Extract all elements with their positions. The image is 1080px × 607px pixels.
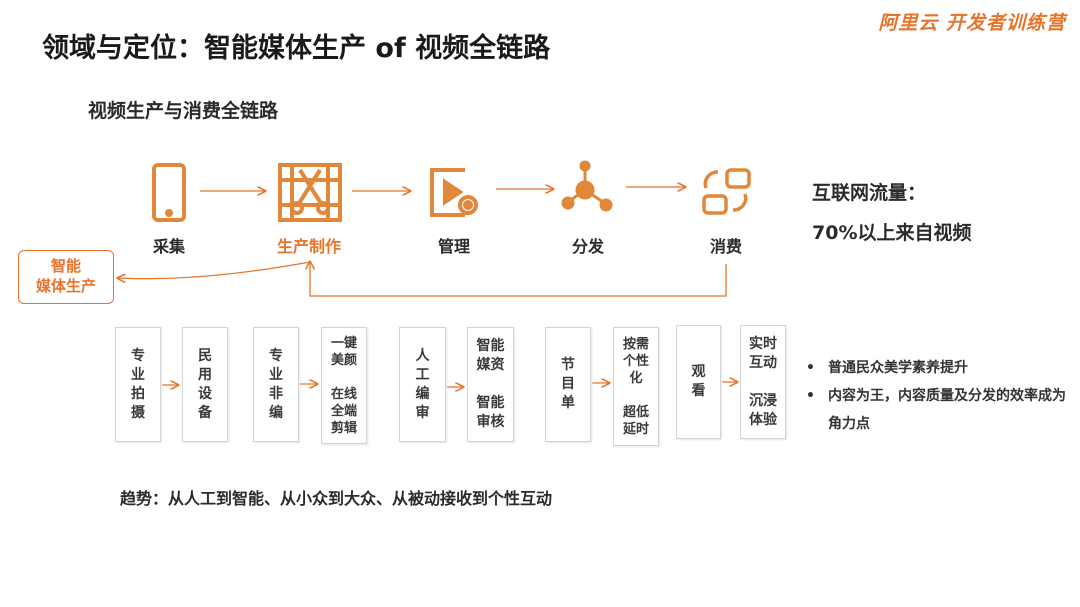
step-box: 智能 媒资 智能 审核 — [467, 327, 514, 442]
step-box: 观 看 — [676, 325, 721, 439]
step-box: 专 业 非 编 — [253, 327, 299, 442]
smart-media-production-box: 智能 媒体生产 — [18, 250, 114, 304]
step-box: 人 工 编 审 — [399, 327, 446, 442]
bullet-list: 普通民众美学素养提升 内容为王，内容质量及分发的效率成为角力点 — [806, 354, 1068, 438]
phone-icon — [152, 163, 186, 222]
step-text: 实时 互动 沉浸 体验 — [749, 335, 777, 428]
bullet-item: 普通民众美学素养提升 — [806, 354, 1068, 382]
step-box: 一键 美颜 在线 全端 剪辑 — [321, 327, 367, 444]
traffic-heading: 互联网流量： — [812, 182, 927, 204]
step-text: 民 用 设 备 — [198, 347, 212, 421]
step-text: 专 业 非 编 — [269, 347, 283, 421]
share-network-icon — [561, 160, 613, 212]
page-title: 领域与定位：智能媒体生产 of 视频全链路 — [42, 33, 551, 64]
scissors-film-icon — [278, 163, 342, 222]
stage-label-distribution: 分发 — [571, 237, 605, 256]
video-settings-icon — [430, 168, 478, 217]
step-text: 专 业 拍 摄 — [131, 347, 145, 421]
step-text: 观 看 — [691, 364, 706, 399]
step-box: 实时 互动 沉浸 体验 — [740, 325, 786, 439]
bullet-item: 内容为王，内容质量及分发的效率成为角力点 — [806, 382, 1068, 438]
flow-arrows — [118, 187, 737, 387]
stage-label-production: 生产制作 — [276, 237, 342, 256]
step-text: 智能 媒资 智能 审核 — [476, 338, 505, 430]
traffic-stat: 70%以上来自视频 — [812, 222, 972, 244]
step-box: 节 目 单 — [545, 327, 591, 442]
trend-summary: 趋势：从人工到智能、从小众到大众、从被动接收到个性互动 — [120, 489, 553, 508]
section-subtitle: 视频生产与消费全链路 — [88, 100, 279, 122]
step-box: 民 用 设 备 — [182, 327, 228, 442]
aliyun-logo: 阿里云 开发者训练营 — [878, 12, 1066, 34]
step-text: 人 工 编 审 — [415, 347, 430, 421]
step-box: 专 业 拍 摄 — [115, 327, 161, 442]
cycle-icon — [702, 168, 751, 215]
stage-label-consumption: 消费 — [709, 237, 743, 256]
step-text: 节 目 单 — [561, 357, 575, 411]
stage-label-capture: 采集 — [152, 237, 186, 256]
step-box: 按需 个性 化 超低 延时 — [613, 327, 659, 446]
step-text: 一键 美颜 在线 全端 剪辑 — [330, 335, 357, 436]
step-text: 按需 个性 化 超低 延时 — [622, 336, 649, 437]
stage-label-management: 管理 — [437, 237, 471, 256]
